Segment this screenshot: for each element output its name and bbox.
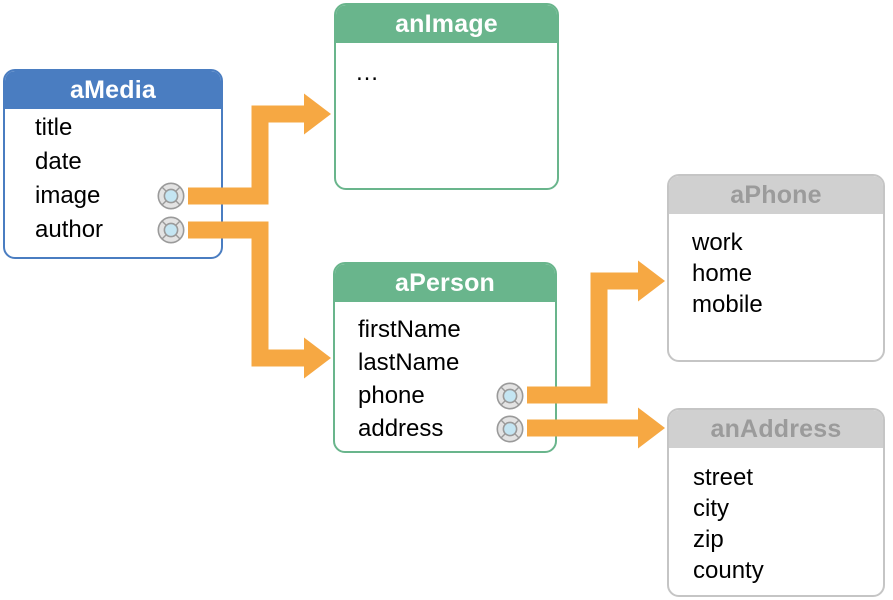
aphone-field-home-label: home (692, 260, 753, 287)
anaddress-field-zip: zip (693, 524, 883, 555)
aphone-field-mobile: mobile (692, 289, 883, 320)
amedia-field-image: image (35, 179, 221, 213)
entity-aperson: aPerson firstName lastName phone ad (333, 262, 557, 453)
relationship-lifebuoy-icon (157, 182, 185, 210)
anaddress-field-zip-label: zip (693, 526, 724, 553)
entity-anaddress-title: anAddress (669, 410, 883, 448)
entity-animage: anImage … (334, 3, 559, 190)
entity-aperson-title: aPerson (335, 264, 555, 302)
entity-anaddress-body: street city zip county (669, 448, 883, 586)
entity-aphone: aPhone work home mobile (667, 174, 885, 362)
anaddress-field-street: street (693, 462, 883, 493)
entity-anaddress: anAddress street city zip county (667, 408, 885, 597)
aperson-field-address: address (358, 412, 555, 445)
anaddress-field-city-label: city (693, 495, 729, 522)
aperson-field-phone: phone (358, 379, 555, 412)
amedia-field-image-label: image (35, 182, 101, 209)
aphone-field-mobile-label: mobile (692, 291, 763, 318)
entity-aphone-title: aPhone (669, 176, 883, 214)
amedia-field-date-label: date (35, 148, 82, 175)
amedia-field-date: date (35, 145, 221, 179)
anaddress-field-county-label: county (693, 557, 764, 584)
relationship-lifebuoy-icon (157, 216, 185, 244)
aperson-field-phone-label: phone (358, 382, 425, 409)
entity-amedia-body: title date image author (5, 109, 221, 247)
aperson-field-address-label: address (358, 415, 444, 442)
aphone-field-work-label: work (692, 229, 743, 256)
aphone-field-home: home (692, 258, 883, 289)
animage-field-ellipsis-label: … (355, 59, 379, 86)
anaddress-field-county: county (693, 555, 883, 586)
relationship-lifebuoy-icon (496, 415, 524, 443)
entity-aphone-body: work home mobile (669, 214, 883, 320)
amedia-field-title: title (35, 111, 221, 145)
aperson-field-lastname-label: lastName (358, 349, 460, 376)
amedia-field-title-label: title (35, 114, 73, 141)
amedia-field-author-label: author (35, 216, 104, 243)
anaddress-field-street-label: street (693, 464, 754, 491)
entity-amedia: aMedia title date image author (3, 69, 223, 259)
animage-field-ellipsis: … (355, 56, 557, 89)
entity-animage-body: … (336, 43, 557, 89)
entity-amedia-title: aMedia (5, 71, 221, 109)
aphone-field-work: work (692, 227, 883, 258)
aperson-field-lastname: lastName (358, 346, 555, 379)
entity-animage-title: anImage (336, 5, 557, 43)
relationship-lifebuoy-icon (496, 382, 524, 410)
amedia-field-author: author (35, 213, 221, 247)
anaddress-field-city: city (693, 493, 883, 524)
entity-aperson-body: firstName lastName phone address (335, 302, 555, 445)
aperson-field-firstname-label: firstName (358, 316, 461, 343)
aperson-field-firstname: firstName (358, 313, 555, 346)
